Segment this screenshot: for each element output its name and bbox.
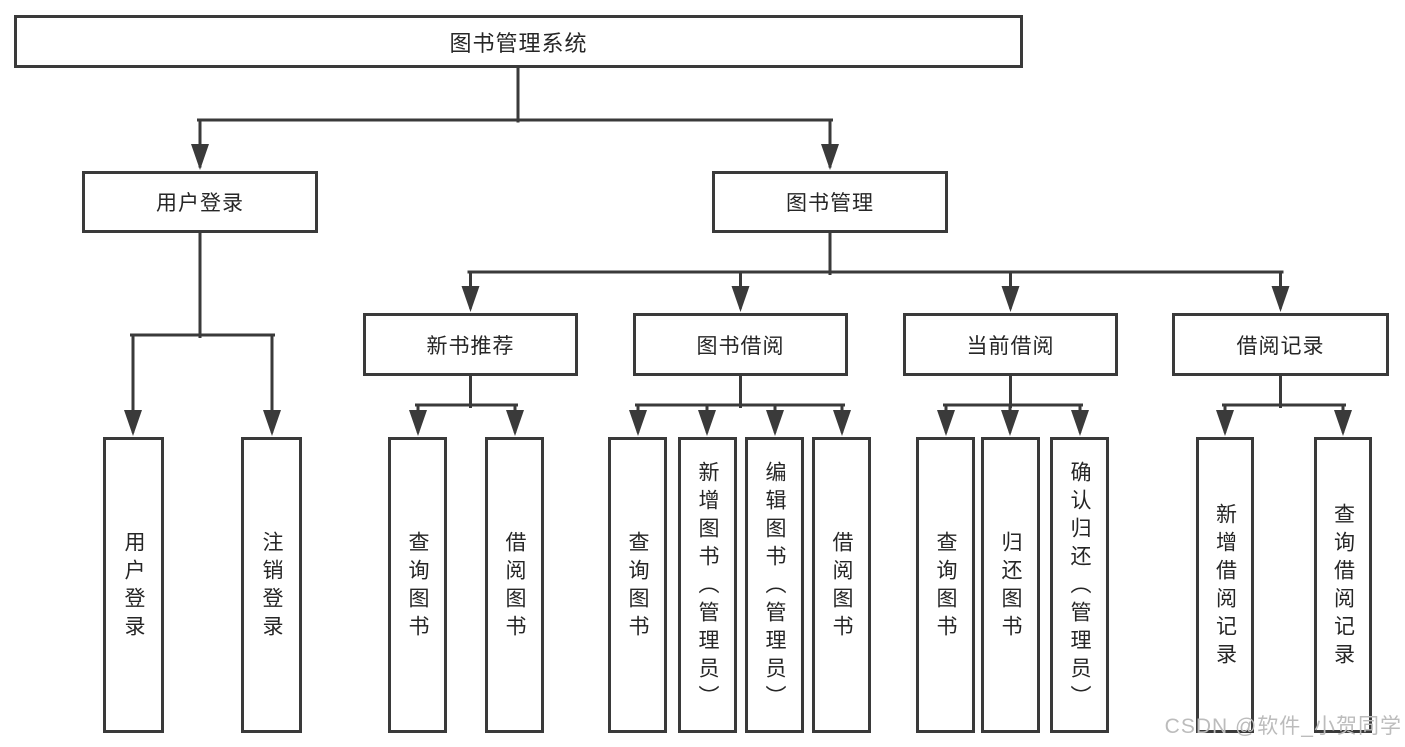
leaf-confirm-return-admin: 确认归还（管理员） (1050, 437, 1109, 733)
arrow-down-icon (629, 410, 647, 436)
leaf-query-borrow-record: 查询借阅记录 (1314, 437, 1372, 733)
leaf-user-login: 用户登录 (103, 437, 164, 733)
node-current-borrowing: 当前借阅 (903, 313, 1118, 376)
arrow-down-icon (698, 410, 716, 436)
leaf-query-books-1: 查询图书 (388, 437, 447, 733)
leaf-borrow-books-2: 借阅图书 (812, 437, 871, 733)
leaf-query-books-3: 查询图书 (916, 437, 975, 733)
arrow-down-icon (409, 410, 427, 436)
connector-path (130, 66, 1346, 433)
arrow-down-icon (1001, 410, 1019, 436)
arrow-down-icon (1334, 410, 1352, 436)
leaf-logout: 注销登录 (241, 437, 302, 733)
leaf-add-book-admin: 新增图书（管理员） (678, 437, 737, 733)
leaf-query-books-2: 查询图书 (608, 437, 667, 733)
arrow-down-icon (1001, 286, 1020, 312)
node-new-book-recommend: 新书推荐 (363, 313, 578, 376)
arrow-down-icon (191, 144, 209, 170)
leaf-borrow-books-1: 借阅图书 (485, 437, 544, 733)
node-borrowing-records: 借阅记录 (1172, 313, 1389, 376)
arrow-down-icon (1271, 286, 1290, 312)
arrow-down-icon (766, 410, 784, 436)
arrow-down-icon (731, 286, 750, 312)
node-library-management-system: 图书管理系统 (14, 15, 1023, 68)
arrow-down-icon (1071, 410, 1089, 436)
arrow-down-icon (1216, 410, 1234, 436)
arrow-down-icon (263, 410, 281, 436)
leaf-add-borrow-record: 新增借阅记录 (1196, 437, 1254, 733)
arrow-down-icon (124, 410, 142, 436)
node-book-management: 图书管理 (712, 171, 948, 233)
leaf-return-books: 归还图书 (981, 437, 1040, 733)
leaf-edit-book-admin: 编辑图书（管理员） (745, 437, 804, 733)
arrow-down-icon (833, 410, 851, 436)
arrow-down-icon (937, 410, 955, 436)
node-book-borrowing: 图书借阅 (633, 313, 848, 376)
arrow-down-icon (506, 410, 524, 436)
arrow-down-icon (461, 286, 480, 312)
node-user-login: 用户登录 (82, 171, 318, 233)
watermark: CSDN @软件_小贺同学 (1164, 715, 1402, 738)
arrow-down-icon (821, 144, 839, 170)
